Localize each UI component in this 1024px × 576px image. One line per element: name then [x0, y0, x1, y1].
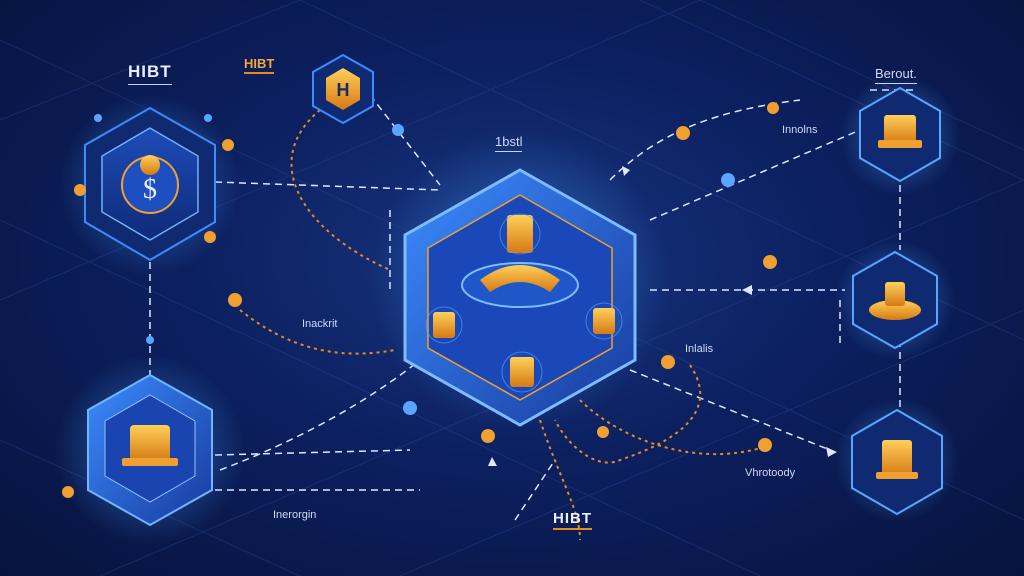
- dollar-emblem-icon: $: [143, 174, 157, 205]
- label-right-middle: Inlalis: [685, 343, 714, 355]
- hex-node-top-h[interactable]: H: [312, 53, 404, 136]
- small-nodes: [146, 102, 779, 452]
- hex-node-bottom-left[interactable]: [55, 355, 245, 545]
- hex-node-right-top[interactable]: [840, 75, 960, 195]
- hex-node-right-bottom[interactable]: [835, 398, 959, 522]
- left-cube-icon: [433, 312, 455, 338]
- label-hibt-small: HIBT: [244, 56, 275, 74]
- tower-icon: [885, 282, 905, 306]
- right-cube-icon: [593, 308, 615, 334]
- label-left-middle: Inackrit: [302, 318, 338, 330]
- hex-node-top-left[interactable]: $: [60, 95, 240, 275]
- bottom-cube-icon: [510, 357, 534, 387]
- orange-connections: [239, 109, 771, 541]
- cube-tower-icon: [882, 440, 912, 476]
- crest-icon: [140, 155, 160, 175]
- label-center-top: 1bstl: [495, 134, 523, 152]
- hex-node-right-middle[interactable]: [835, 240, 955, 360]
- label-right-upper: Innolns: [782, 124, 818, 136]
- hex-node-center[interactable]: [370, 130, 670, 430]
- label-hibt-top-left: HIBT: [128, 62, 172, 85]
- top-cube-icon: [507, 215, 533, 253]
- label-top-right: Berout.: [875, 66, 917, 84]
- gold-block-icon: [130, 425, 170, 461]
- label-hibt-bottom: HIBT: [553, 510, 592, 530]
- label-bottom-left: Inerorgin: [273, 509, 317, 521]
- platform-icon: [480, 265, 560, 292]
- vault-icon: [884, 115, 916, 143]
- h-letter-icon: H: [337, 80, 350, 100]
- label-bottom-right: Vhrotoody: [745, 467, 796, 479]
